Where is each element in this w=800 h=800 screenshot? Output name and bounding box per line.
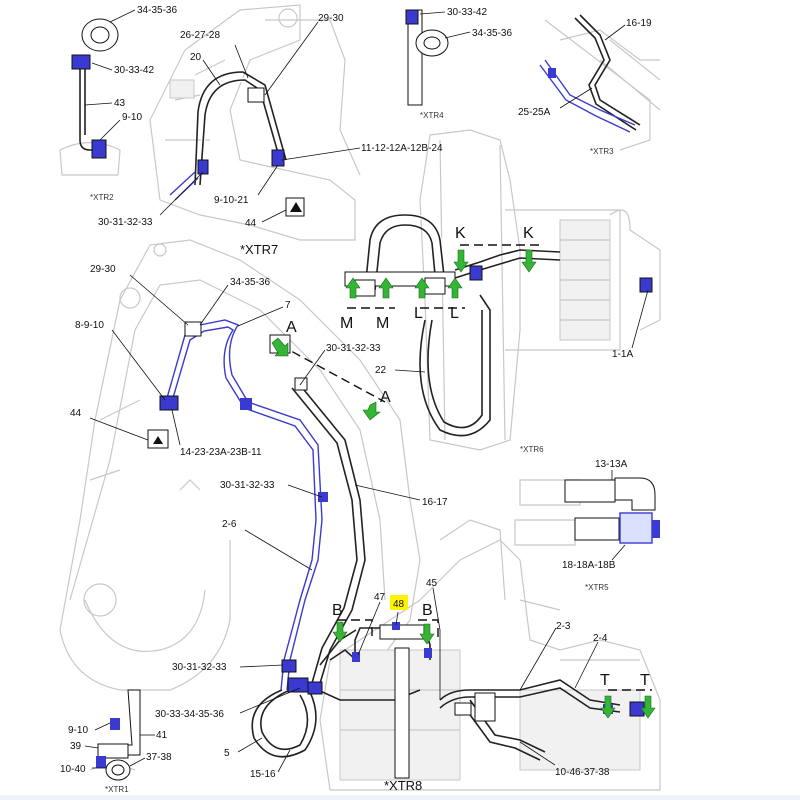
callout-41: 41 [156, 730, 168, 741]
flow-arrow-k1 [453, 249, 469, 273]
callout-14-23-23a-23b-11: 14-23-23A-23B-11 [180, 447, 262, 458]
callout-30-33-42: 30-33-42 [114, 65, 154, 76]
view-label-xtr7: *XTR7 [240, 242, 278, 257]
callout-16-17: 16-17 [422, 497, 448, 508]
section-marker-l1: L [414, 305, 423, 322]
callout-48: 48 [393, 599, 405, 610]
callout-10-46-37-38: 10-46-37-38 [555, 767, 610, 778]
callout-34-35-36-xtr4: 34-35-36 [472, 28, 512, 39]
section-marker-t2: T [640, 672, 650, 689]
callout-30-33-42-xtr4: 30-33-42 [447, 7, 487, 18]
section-marker-k2: K [523, 225, 534, 242]
callout-1-1a: 1-1A [612, 349, 633, 360]
callout-11-12-12a-12b-24: 11-12-12A-12B-24 [361, 143, 443, 154]
section-marker-t1: T [600, 672, 610, 689]
callout-22: 22 [375, 365, 387, 376]
callout-2-6: 2-6 [222, 519, 237, 530]
view-label-xtr8: *XTR8 [384, 778, 422, 793]
callout-29-30-boom: 29-30 [90, 264, 116, 275]
callout-2-3: 2-3 [556, 621, 571, 632]
callout-47: 47 [374, 592, 386, 603]
callout-48-highlight [390, 595, 408, 610]
callout-9-10-xtr1: 9-10 [68, 725, 88, 736]
section-marker-b1: B [332, 602, 343, 619]
flow-arrow-m1 [345, 277, 361, 299]
callout-37-38: 37-38 [146, 752, 172, 763]
main-boom-hoses: A A 29-30 34-35-36 7 8-9-10 30-31-32-33 … [70, 264, 448, 780]
detail-xtr4: *XTR4 30-33-42 34-35-36 [405, 7, 512, 120]
callout-25-25a: 25-25A [518, 107, 551, 118]
callout-30-31-32-33: 30-31-32-33 [98, 217, 153, 228]
flow-arrow-b1 [332, 621, 348, 643]
view-label-xtr4: *XTR4 [420, 111, 444, 120]
detail-xtr5: *XTR5 13-13A 18-18A-18B [562, 459, 660, 592]
section-marker-m1: M [340, 315, 353, 332]
view-label-xtr6: *XTR6 [520, 445, 544, 454]
callout-16-19: 16-19 [626, 18, 652, 29]
callout-10-40: 10-40 [60, 764, 86, 775]
callout-45: 45 [426, 578, 438, 589]
section-marker-a2: A [380, 389, 391, 406]
callout-30-31-32-33-low: 30-31-32-33 [172, 662, 227, 673]
callout-26-27-28: 26-27-28 [180, 30, 220, 41]
callout-9-10-21: 9-10-21 [214, 195, 249, 206]
view-label-xtr3: *XTR3 [590, 147, 614, 156]
callout-34-35-36: 34-35-36 [137, 5, 177, 16]
callout-30-31-32-33-mid: 30-31-32-33 [220, 480, 275, 491]
section-marker-m2: M [376, 315, 389, 332]
detail-xtr2: *XTR2 34-35-36 30-33-42 43 9-10 [71, 5, 177, 202]
detail-xtr1: *XTR1 9-10 41 39 37-38 10-40 [60, 689, 172, 794]
flow-arrow-m2 [378, 277, 394, 299]
section-marker-k1: K [455, 225, 466, 242]
flow-arrow-l1 [414, 277, 430, 299]
detail-xtr7: *XTR7 26-27-28 29-30 20 11-12-12A-12B-24… [98, 13, 443, 257]
callout-44-boom: 44 [70, 408, 82, 419]
detail-xtr3: *XTR3 16-19 25-25A [518, 14, 652, 156]
section-marker-a1: A [286, 319, 297, 336]
view-label-xtr1: *XTR1 [105, 785, 129, 794]
callout-8-9-10: 8-9-10 [75, 320, 104, 331]
flow-arrow-t1 [600, 695, 616, 719]
lower-right-hoses: T T 2-3 2-4 10-46-37-38 [439, 621, 656, 778]
callout-20: 20 [190, 52, 202, 63]
view-label-xtr5: *XTR5 [585, 583, 609, 592]
callout-44: 44 [245, 218, 257, 229]
callout-39: 39 [70, 741, 82, 752]
callout-5: 5 [224, 748, 230, 759]
callout-18-18a-18b: 18-18A-18B [562, 560, 616, 571]
flow-arrow-l2 [447, 277, 463, 299]
flow-arrow-t2 [640, 695, 656, 719]
callout-15-16: 15-16 [250, 769, 276, 780]
detail-xtr8: B B *XTR8 47 48 45 [319, 578, 441, 793]
ghost-machine-outline [59, 4, 661, 791]
callout-29-30: 29-30 [318, 13, 344, 24]
callout-9-10: 9-10 [122, 112, 142, 123]
callout-7: 7 [285, 300, 291, 311]
callout-34-35-36-boom: 34-35-36 [230, 277, 270, 288]
callout-2-4: 2-4 [593, 633, 608, 644]
view-label-xtr2: *XTR2 [90, 193, 114, 202]
callout-43: 43 [114, 98, 126, 109]
section-marker-l2: L [450, 305, 459, 322]
bottom-border [0, 795, 800, 800]
section-marker-b2: B [422, 602, 433, 619]
flow-arrow-a2 [362, 401, 381, 421]
detail-xtr6: K K L L M M *XTR6 22 1-1A [340, 212, 653, 454]
flow-arrow-k2 [521, 249, 537, 273]
flow-arrow-a1 [271, 337, 289, 357]
callout-13-13a: 13-13A [595, 459, 628, 470]
flow-arrow-b2 [419, 623, 435, 645]
callout-30-31-32-33-boom: 30-31-32-33 [326, 343, 381, 354]
callout-30-33-34-35-36: 30-33-34-35-36 [155, 709, 224, 720]
